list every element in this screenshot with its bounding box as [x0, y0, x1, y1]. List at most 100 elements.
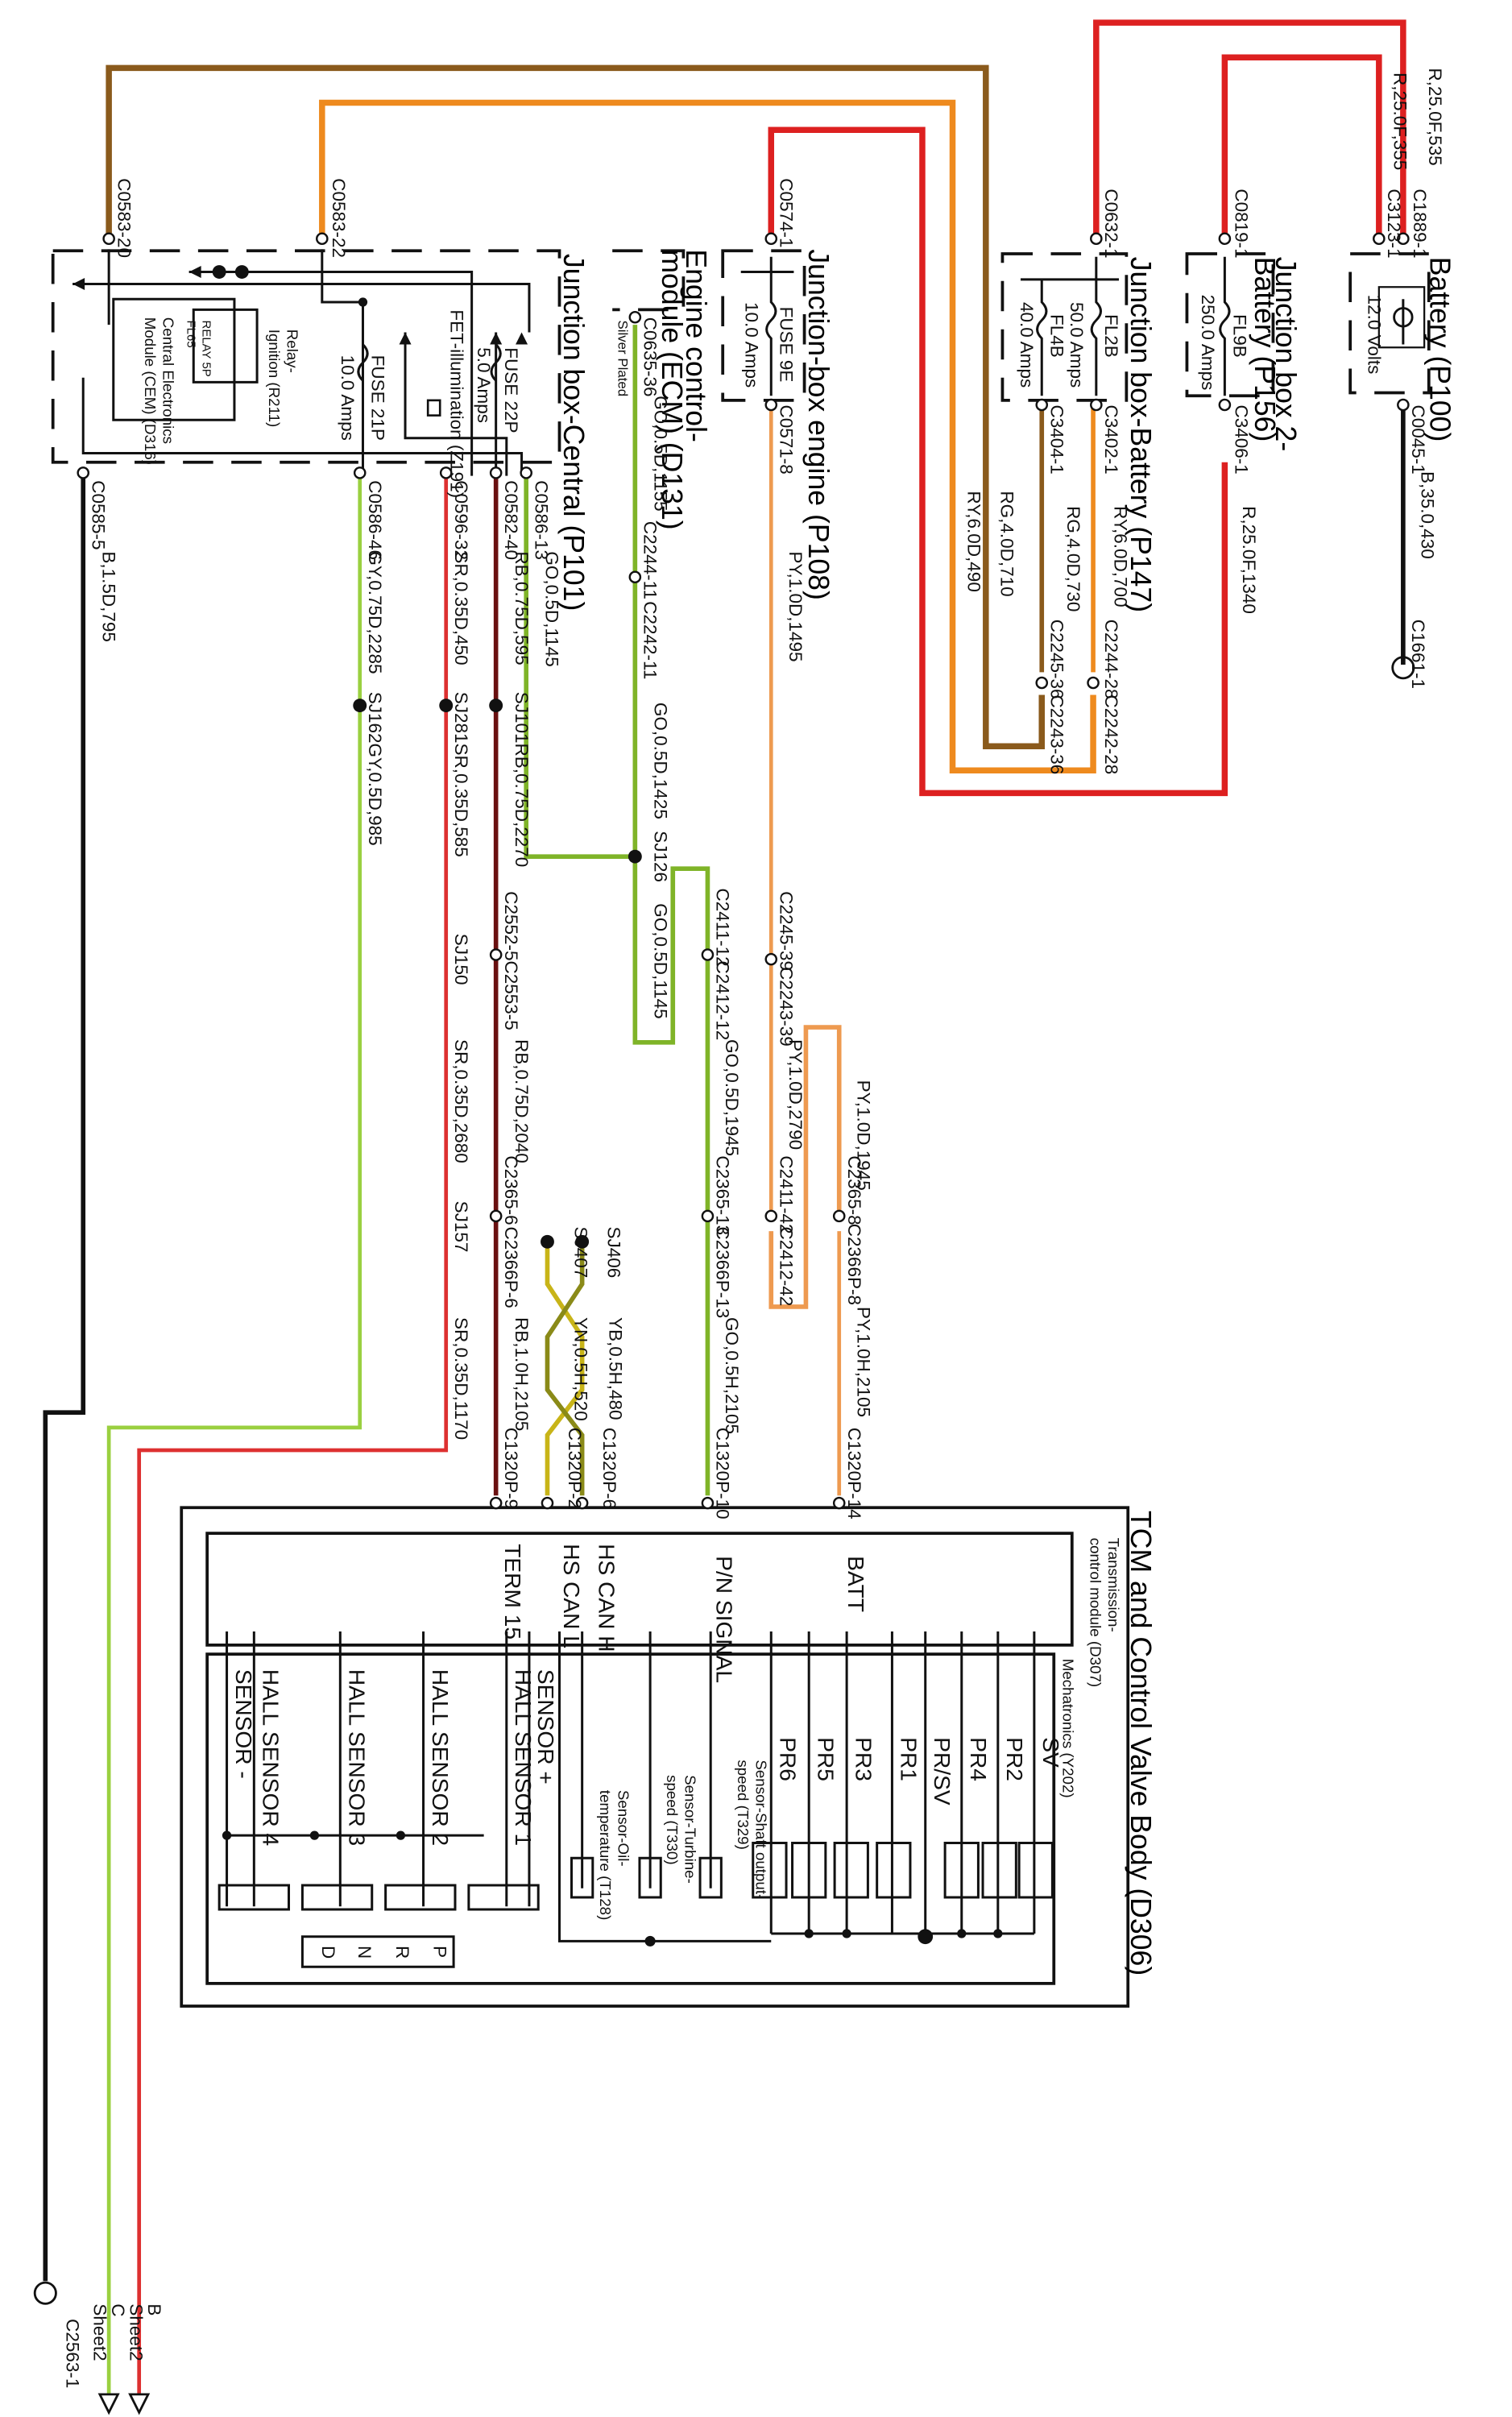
tcm-line-8 [557, 1631, 772, 1942]
jbb-rating1: 50.0 Amps [1067, 302, 1087, 388]
sol-box-sv [1017, 1842, 1054, 1899]
conn-label: C0574-1 [777, 178, 797, 247]
conn-label: C2553-5 [501, 961, 521, 1030]
jbc-fuse21: FUSE 21P [368, 355, 388, 441]
jbc-fet: FET-illumination (Z191) [446, 309, 466, 498]
conn-label: C2411-12 [713, 889, 733, 967]
module-outlines [51, 249, 1431, 2008]
hall-sensor-minus: SENSOR - [231, 1669, 256, 1779]
splice-label: SJ150 [451, 934, 471, 985]
fuse-21p-symbol [357, 343, 369, 382]
wire-label: SR,0.35D,2680 [451, 1039, 471, 1163]
sol-pr4: PR4 [966, 1737, 991, 1781]
splice-labels: SJ126 SJ101 SJ281 SJ162 SJ150 SJ157 SJ40… [365, 692, 671, 1279]
splice-dot [234, 265, 249, 279]
wire-sr-1170 [137, 475, 449, 2394]
connector-marker [575, 1496, 589, 1510]
wire-label: RY,6.0D,700 [1110, 506, 1130, 607]
conn-label: C0632-1 [1101, 189, 1121, 258]
node-c [358, 297, 368, 307]
sol-box-pr2 [981, 1842, 1017, 1899]
tcm-node-d [396, 1830, 406, 1840]
conn-label: C1889-1 [1410, 189, 1430, 258]
conn-label: C1661-1 [1408, 620, 1428, 689]
splice-dot [439, 699, 454, 713]
wire-label: RY,6.0D,490 [963, 491, 984, 591]
hall-box-1 [467, 1884, 540, 1911]
conn-label: C0635-36 [640, 317, 661, 397]
connector-marker [1218, 232, 1232, 246]
wire-label: GY,0.5D,985 [365, 744, 385, 846]
tcm-node-large [918, 1929, 934, 1945]
offsheet-c-arrow [97, 2393, 120, 2415]
sensor-turbine-box [638, 1856, 662, 1899]
wire-label: B,1.5D,795 [99, 551, 119, 642]
wire-b-795 [43, 475, 86, 2282]
splice-dot [628, 849, 642, 864]
conn-label: C2552-5 [501, 891, 521, 960]
ecm-note: Silver Plated [615, 321, 631, 397]
other-fuses [740, 256, 1426, 396]
connector-marker [764, 952, 778, 966]
jb2-title-2: Battery (P156) [1249, 257, 1281, 442]
wires [43, 19, 1406, 2394]
connector-marker [764, 1209, 778, 1223]
wire-label: GO,0.5H,2105 [722, 1317, 742, 1434]
gear-d: D [318, 1946, 338, 1959]
conn-label: C0596-32 [451, 480, 471, 560]
conn-label: C2243-36 [1047, 695, 1067, 775]
jbb-title: Junction box-Battery (P147) [1125, 257, 1157, 612]
hall-sensor-1: HALL SENSOR 1 [511, 1669, 536, 1846]
conn-label: C2365-13 [713, 1155, 733, 1235]
tcm-title: TCM and Control Valve Body (D306) [1125, 1511, 1157, 1975]
connector-marker [1397, 398, 1410, 412]
jb2-fuse: FL9B [1230, 314, 1250, 358]
battery-symbol [1393, 307, 1414, 328]
hall-sensor-4: HALL SENSOR 4 [259, 1669, 284, 1846]
jbe-title: Junction-box engine (P108) [802, 249, 835, 599]
speed2-line1: Sensor-Turbine- [681, 1775, 698, 1884]
conn-label: C2411-42 [777, 1155, 797, 1233]
sol-pr2: PR2 [1002, 1737, 1027, 1781]
conn-label: C2412-42 [777, 1227, 797, 1307]
battery-inner-box [1377, 286, 1426, 349]
wire-label: GO,0.5D,1145 [542, 551, 562, 666]
offsheet-b-sheet: Sheet2 [126, 2303, 146, 2361]
conn-label: C2412-12 [713, 961, 733, 1041]
jb2-box [1185, 252, 1275, 398]
splice-label: SJ101 [512, 692, 532, 744]
wire-label: B,35.0,430 [1417, 471, 1437, 559]
conn-label: C2244-11 [640, 521, 661, 599]
jbc-fuse21-rating: 10.0 Amps [338, 355, 358, 441]
wire-r-1340 [768, 126, 1228, 797]
ecm-title-2: module (ECM) (D131) [656, 249, 688, 529]
jbc-cem1: Central Electronics [160, 317, 177, 444]
connector-marker [764, 232, 778, 246]
wire-label: PY,1.0H,2105 [853, 1307, 873, 1417]
offsheet-c: C [108, 2303, 128, 2316]
conn-label: C2242-11 [640, 601, 661, 679]
splice-dot [575, 1234, 590, 1249]
wire-label: RG,4.0D,730 [1063, 506, 1083, 612]
jbc-line-e [404, 332, 508, 476]
conn-label: C0585-5 [88, 480, 108, 549]
gear-selector-box [300, 1935, 455, 1968]
tcm-inner-1: Transmission- [1105, 1538, 1122, 1632]
conn-label: C0819-1 [1232, 189, 1252, 258]
conn-label: C2365-8 [844, 1155, 864, 1225]
wire-label: RB,0.75D,2270 [512, 744, 532, 868]
jb2-title-1: Junction box 2- [1270, 257, 1302, 451]
splice-label: SJ157 [451, 1201, 471, 1253]
fuse-fl2b-symbol [1090, 256, 1102, 396]
connector-marker [1090, 232, 1103, 246]
jbc-line-d [321, 249, 364, 476]
wire-go-1945 [632, 325, 710, 1496]
jbc-cem2: Module (CEM) (D316) [142, 317, 159, 465]
wire-label: SR,0.35D,450 [451, 551, 471, 665]
hall-box-3 [300, 1884, 374, 1911]
fuse-9e-symbol [765, 256, 777, 396]
conn-label: C1320P-2 [565, 1428, 585, 1509]
hall-sensor-2: HALL SENSOR 2 [428, 1669, 453, 1846]
fet-symbol [426, 399, 441, 417]
connector-marker [353, 466, 367, 479]
